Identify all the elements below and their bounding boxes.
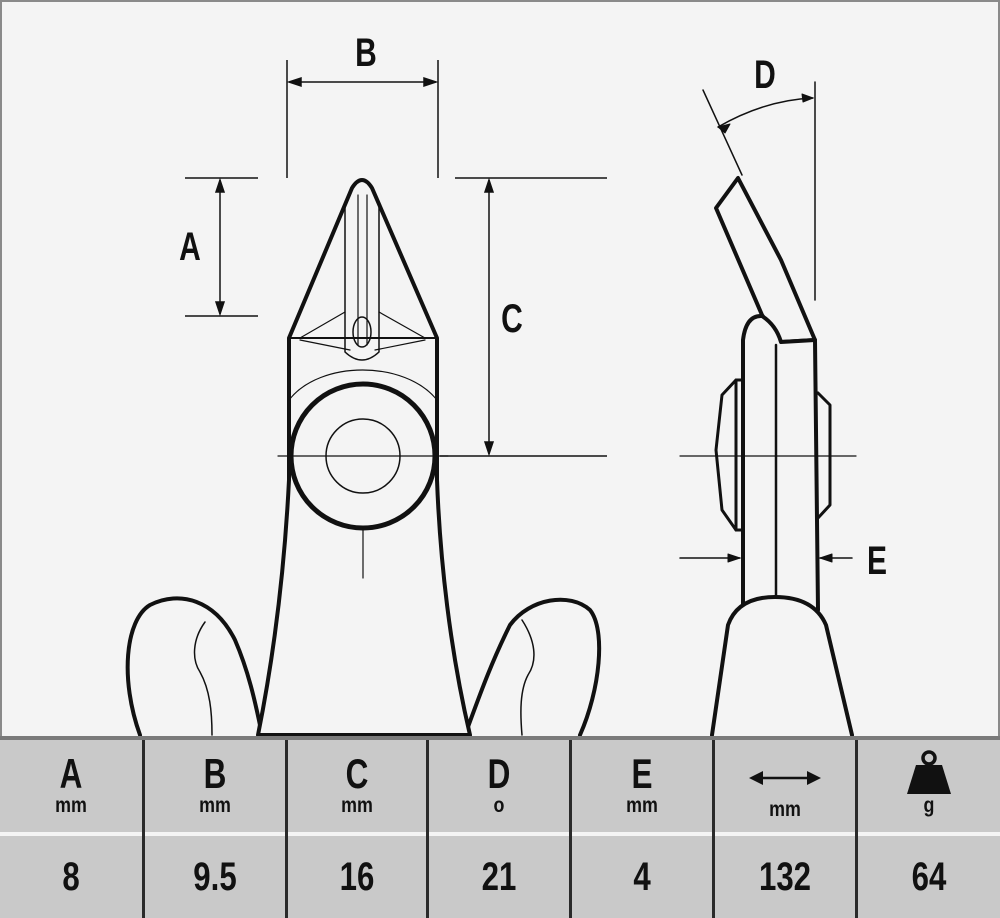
left-handle <box>125 596 264 736</box>
value-cell: 8 <box>62 855 80 899</box>
column-weight: g 64 <box>858 740 1000 918</box>
front-view <box>125 178 602 736</box>
dimension-lines <box>185 60 607 457</box>
column-divider <box>426 740 429 918</box>
header-unit: mm <box>55 794 87 817</box>
label-e: E <box>867 539 887 583</box>
header-unit: mm <box>199 794 231 817</box>
plier-technical-drawing: A B C D E <box>125 31 887 736</box>
header-unit: g <box>923 794 935 817</box>
header-unit: mm <box>341 794 373 817</box>
header-unit: o <box>493 794 505 817</box>
header-letter: C <box>345 750 369 797</box>
value-cell: 64 <box>911 855 947 899</box>
value-cell: 16 <box>339 855 375 899</box>
side-shaft <box>741 313 820 612</box>
header-letter: B <box>203 750 227 797</box>
label-b: B <box>355 31 377 75</box>
side-grip <box>710 595 854 736</box>
value-cell: 132 <box>758 855 812 899</box>
weight-icon <box>858 750 1000 794</box>
value-cell: 21 <box>481 855 517 899</box>
header-unit: mm <box>769 798 801 821</box>
header-letter: E <box>631 750 653 797</box>
column-divider <box>712 740 715 918</box>
column-length: mm 132 <box>715 740 855 918</box>
value-cell: 9.5 <box>193 855 237 899</box>
column-divider <box>285 740 288 918</box>
column-divider <box>142 740 145 918</box>
double-arrow-icon <box>715 758 855 798</box>
column-divider <box>855 740 858 918</box>
value-cell: 4 <box>633 855 651 899</box>
label-c: C <box>501 297 523 341</box>
header-unit: mm <box>626 794 658 817</box>
header-letter: A <box>59 750 83 797</box>
side-view <box>679 81 857 736</box>
header-letter: D <box>487 750 511 797</box>
label-a: A <box>179 225 201 269</box>
table-row-divider <box>0 832 1000 836</box>
column-divider <box>569 740 572 918</box>
label-d: D <box>754 53 776 97</box>
